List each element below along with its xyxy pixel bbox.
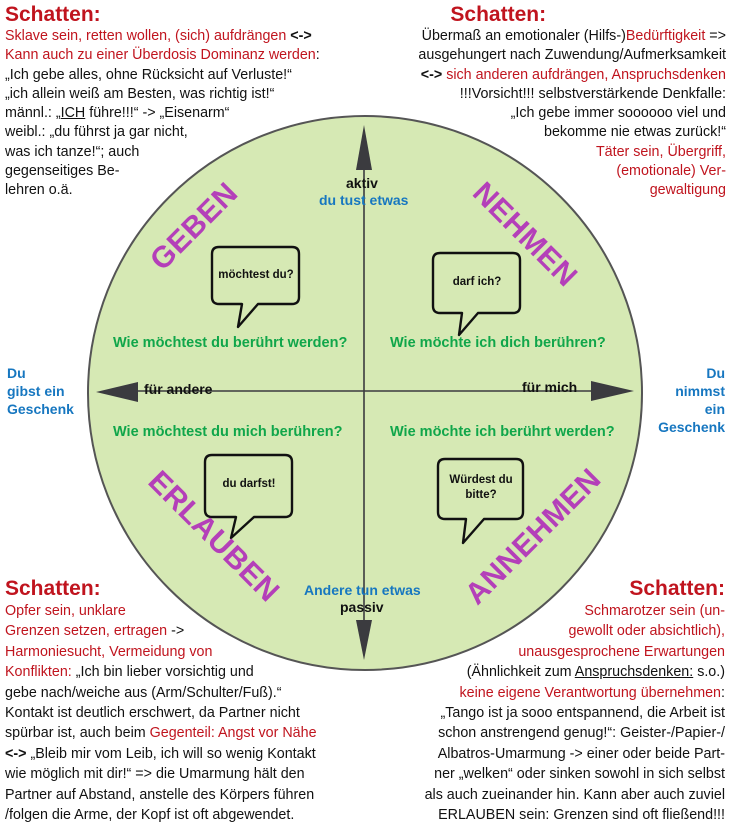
shadow-text: „Ich gebe alles, ohne Rücksicht auf Verl… — [5, 66, 292, 83]
axis-label-fuer-mich: für mich — [522, 379, 578, 395]
shadow-text: als auch zueinander hin. Kann aber auch … — [424, 786, 725, 803]
shadow-text: (Ähnlichkeit zum — [466, 664, 575, 681]
speech-bubble-top-right — [431, 251, 522, 337]
shadow-text: Albatros-Umarmung -> einer oder beide Pa… — [437, 745, 725, 762]
shadow-text: => — [705, 28, 726, 44]
bubble-text-moechtest-du: möchtest du? — [218, 269, 294, 281]
shadow-text: was ich tanze!“; auch — [5, 143, 140, 160]
question-bottom-right: Wie möchte ich berührt werden? — [390, 424, 615, 440]
shadow-text: keine eigene Verantwortung übernehmen — [459, 684, 722, 701]
axis-label-aktiv: aktiv — [346, 175, 378, 191]
shadow-text: -> — [167, 623, 185, 640]
bubble-text-du-darfst: du darfst! — [222, 478, 276, 490]
shadow-text: gegenseitiges Be- — [5, 163, 120, 180]
side-label-line: Geschenk — [658, 419, 725, 435]
shadow-block-top-left: Schatten: Sklave sein, retten wollen, (s… — [5, 3, 320, 201]
shadow-text: s.o.) — [693, 664, 725, 681]
axis-label-passiv: passiv — [340, 599, 384, 615]
shadow-title: Schatten: — [450, 3, 547, 26]
shadow-text: weibl.: „du führst ja gar nicht, — [5, 124, 188, 141]
arrow-up-icon — [356, 125, 372, 170]
shadow-text: Täter sein, Übergriff, — [595, 143, 726, 160]
shadow-text: Schmarotzer sein (un- — [584, 603, 725, 619]
bidirectional-arrow-text: <-> — [420, 66, 443, 83]
axis-sublabel-du-tust-etwas: du tust etwas — [319, 192, 409, 208]
shadow-title: Schatten: — [5, 577, 101, 600]
shadow-text: sich anderen aufdrängen, Anspruchsdenken — [442, 66, 726, 83]
shadow-text: ner „welken“ oder sinken sowohl in sich … — [434, 766, 725, 783]
arrow-down-icon — [356, 620, 372, 660]
shadow-text: ausgehungert nach Zuwendung/Aufmerksamke… — [418, 47, 726, 64]
side-label-line: ein — [704, 401, 725, 417]
shadow-text: Bedürftigkeit — [625, 28, 706, 44]
side-label-line: Geschenk — [7, 401, 74, 417]
shadow-title: Schatten: — [5, 3, 101, 26]
shadow-text: lehren o.ä. — [5, 182, 73, 199]
shadow-text: führe!!!“ -> „Eisenarm“ — [85, 105, 230, 122]
speech-bubble-bottom-left — [203, 453, 294, 540]
shadow-text: „Ich bin lieber vorsichtig und — [71, 664, 254, 681]
shadow-text: „Tango ist ja sooo entspannend, die Arbe… — [440, 705, 725, 722]
bidirectional-arrow-text: <-> — [5, 745, 27, 762]
shadow-text: /folgen die Arme, der Kopf ist oft abgew… — [5, 807, 295, 824]
bubble-text-wuerdest-du-bitte: Würdest du bitte? — [438, 473, 524, 503]
shadow-text: wie möglich mit dir!“ => die Umarmung hä… — [5, 766, 305, 783]
shadow-text: gewollt oder absichtlich), — [568, 623, 725, 640]
side-label-line: nimmst — [675, 383, 725, 399]
shadow-text: Übermaß an emotionaler (Hilfs-) — [421, 28, 626, 44]
speech-bubble-bottom-right — [436, 457, 525, 545]
shadow-text: Grenzen setzen, ertragen — [5, 623, 168, 640]
shadow-text: Harmoniesucht, Vermeidung von — [5, 643, 213, 660]
shadow-text: männl.: „ — [5, 105, 61, 122]
shadow-text: gebe nach/weiche aus (Arm/Schulter/Fuß).… — [5, 684, 282, 701]
question-top-left: Wie möchtest du berührt werden? — [113, 335, 348, 351]
shadow-text: bekomme nie etwas zurück!“ — [544, 124, 726, 141]
underlined-text: Anspruchsdenken: — [574, 664, 694, 681]
side-label-right: Du nimmst ein Geschenk — [658, 364, 725, 436]
shadow-text: „Ich gebe immer soooooo viel und — [510, 105, 726, 122]
axis-sublabel-andere-tun-etwas: Andere tun etwas — [304, 582, 421, 598]
question-top-right: Wie möchte ich dich berühren? — [390, 335, 606, 351]
shadow-block-bottom-left: Schatten: Opfer sein, unklare Grenzen se… — [5, 577, 317, 825]
shadow-text: „Bleib mir vom Leib, ich will so wenig K… — [26, 745, 316, 762]
shadow-text: : — [315, 47, 320, 64]
shadow-text: gewaltigung — [649, 182, 726, 199]
bidirectional-arrow-text: <-> — [290, 28, 312, 44]
side-label-line: Du — [706, 365, 725, 381]
shadow-text: Gegenteil: Angst vor Nähe — [149, 725, 317, 742]
side-label-line: gibst ein — [7, 383, 65, 399]
shadow-text: Opfer sein, unklare — [5, 603, 126, 619]
shadow-text: spürbar ist, auch beim — [5, 725, 150, 742]
side-label-left: Du gibst ein Geschenk — [7, 364, 74, 418]
bubble-text-line: bitte? — [465, 489, 497, 501]
shadow-block-bottom-right: Schatten: Schmarotzer sein (un- gewollt … — [425, 577, 725, 825]
question-bottom-left: Wie möchtest du mich berühren? — [113, 424, 343, 440]
shadow-text: : — [721, 684, 725, 701]
shadow-text: Konflikten: — [5, 664, 72, 681]
arrow-left-icon — [96, 382, 138, 402]
shadow-title: Schatten: — [629, 577, 725, 600]
shadow-block-top-right: Schatten: Übermaß an emotionaler (Hilfs-… — [418, 3, 726, 201]
shadow-text: unausgesprochene Erwartungen — [518, 643, 725, 660]
shadow-text: Partner auf Abstand, anstelle des Körper… — [5, 786, 315, 803]
shadow-text: (emotionale) Ver- — [616, 163, 726, 180]
shadow-text: ERLAUBEN sein: Grenzen sind oft fließend… — [438, 807, 725, 824]
side-label-line: Du — [7, 365, 26, 381]
arrow-right-icon — [591, 381, 634, 401]
shadow-text: Kann auch zu einer Überdosis Dominanz we… — [5, 47, 316, 64]
shadow-text: Kontakt ist deutlich erschwert, da Partn… — [5, 705, 300, 722]
shadow-text: „ich allein weiß am Besten, was richtig … — [5, 85, 275, 102]
shadow-text: schon anstrengend genug!“: Geister-/Papi… — [438, 725, 725, 742]
speech-bubble-top-left — [210, 245, 301, 329]
shadow-text: !!!Vorsicht!!! selbstverstärkende Denkfa… — [459, 85, 726, 102]
underlined-text: ICH — [60, 105, 86, 122]
bubble-text-line: Würdest du — [449, 474, 513, 486]
axis-label-fuer-andere: für andere — [144, 381, 213, 397]
bubble-text-darf-ich: darf ich? — [452, 276, 502, 288]
shadow-text: Sklave sein, retten wollen, (sich) aufdr… — [5, 28, 291, 44]
